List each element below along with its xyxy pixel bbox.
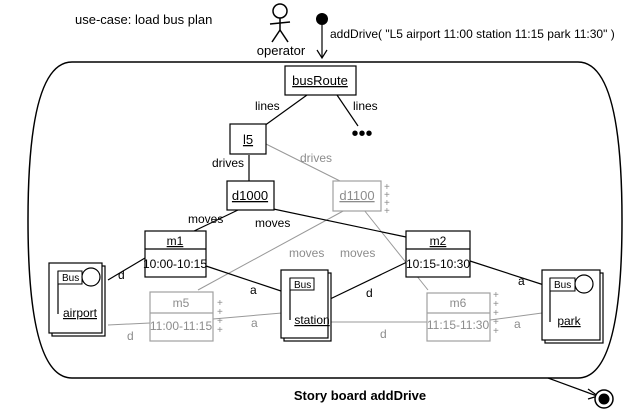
link-busroute-l5: [263, 94, 308, 127]
operator-label: operator: [257, 43, 306, 58]
bus-stop-disc-icon: [574, 274, 594, 294]
object-m6-label: m6: [450, 296, 467, 310]
edge-label-moves-1: moves: [188, 212, 223, 226]
edge-label-lines-1: lines: [255, 99, 280, 113]
object-m2-time: 10:15-10:30: [406, 257, 470, 271]
edge-label-moves-4: moves: [340, 246, 375, 260]
object-m6-time: 11:15-11:30: [427, 318, 490, 332]
plus-marker: +: [493, 299, 499, 310]
object-m5-time: 11:00-11:15: [150, 319, 213, 333]
edge-label-a-m1-station: a: [250, 283, 257, 297]
edge-label-a-m5-station: a: [251, 316, 258, 330]
object-m2: m2 10:15-10:30: [405, 230, 471, 278]
edge-label-d-station-m2: d: [366, 286, 373, 300]
object-d1100-label: d1100: [339, 188, 374, 203]
edge-label-moves-2: moves: [255, 216, 290, 230]
station-park-bus-label: Bus: [554, 280, 571, 291]
edge-label-drives-1: drives: [212, 156, 244, 170]
link-m6-park: [489, 312, 543, 321]
link-busroute-more: [336, 94, 359, 127]
object-m5: m5 11:00-11:15 + + + +: [149, 291, 223, 342]
object-d1100: d1100 + + + +: [332, 180, 390, 217]
object-m6: m6 11:15-11:30 + + + + +: [426, 290, 499, 342]
more-objects-ellipsis: •••: [351, 123, 372, 145]
plus-marker: +: [384, 206, 390, 217]
use-case-title: use-case: load bus plan: [75, 12, 212, 27]
edge-label-lines-2: lines: [353, 99, 378, 113]
station-airport-label: airport: [63, 306, 98, 320]
bus-stop-sign-icon: [289, 277, 315, 291]
object-busroute: busRoute: [284, 65, 357, 96]
object-m2-label: m2: [430, 234, 447, 248]
object-d1000: d1000: [226, 180, 275, 211]
link-d1000-m2: [263, 206, 407, 238]
plus-marker: +: [217, 316, 223, 327]
operator-actor-icon: [269, 3, 291, 43]
station-airport-bus-label: Bus: [62, 273, 79, 284]
plus-marker: +: [493, 317, 499, 328]
final-state-dot: [598, 393, 610, 405]
link-d1100-m5: [197, 209, 346, 291]
edge-label-d-station-m6: d: [380, 327, 387, 341]
station-station-bus-label: Bus: [294, 280, 311, 291]
storyboard-caption: Story board addDrive: [294, 388, 426, 403]
station-station-label: station: [294, 313, 329, 327]
object-m5-label: m5: [173, 296, 190, 310]
edge-label-moves-3: moves: [289, 246, 324, 260]
plus-marker: +: [384, 182, 390, 193]
edge-label-a-m6-park: a: [514, 317, 521, 331]
plus-marker: +: [217, 298, 223, 309]
object-busroute-label: busRoute: [292, 73, 348, 88]
object-d1000-label: d1000: [232, 188, 268, 203]
final-arrow: [547, 377, 598, 397]
plus-marker: +: [384, 198, 390, 209]
bus-stop-disc-icon: [81, 267, 101, 287]
station-station: Bus station: [280, 269, 332, 342]
object-m1-label: m1: [167, 234, 184, 248]
edge-label-d-airport-m1: d: [118, 268, 125, 282]
object-m1-time: 10:00-10:15: [143, 257, 207, 271]
edge-label-d-airport-m5: d: [127, 329, 134, 343]
plus-marker: +: [217, 307, 223, 318]
station-park: Bus park: [541, 269, 604, 344]
object-m1: m1 10:00-10:15: [143, 230, 207, 278]
initial-state-dot: [316, 13, 328, 25]
link-m1-station: [205, 265, 285, 293]
link-station-m2: [327, 261, 408, 301]
station-airport: Bus airport: [48, 262, 106, 337]
message-label: addDrive( "L5 airport 11:00 station 11:1…: [330, 27, 615, 41]
link-m2-park: [469, 260, 545, 286]
edge-label-drives-2: drives: [300, 151, 332, 165]
plus-marker: +: [493, 326, 499, 337]
object-l5-label: l5: [243, 132, 253, 147]
link-airport-m1: [107, 257, 146, 281]
link-l5-d1100: [265, 143, 349, 186]
edge-label-a-m2-park: a: [518, 274, 525, 288]
link-airport-m5: [107, 322, 151, 326]
object-l5: l5: [229, 123, 267, 155]
storyboard-frame: [27, 61, 623, 379]
link-d1000-m1: [191, 209, 239, 233]
plus-marker: +: [493, 290, 499, 301]
plus-marker: +: [384, 190, 390, 201]
station-park-label: park: [557, 314, 581, 328]
plus-marker: +: [217, 325, 223, 336]
plus-marker: +: [493, 308, 499, 319]
link-m5-station: [212, 312, 283, 320]
message-arrow-head: [316, 49, 328, 60]
